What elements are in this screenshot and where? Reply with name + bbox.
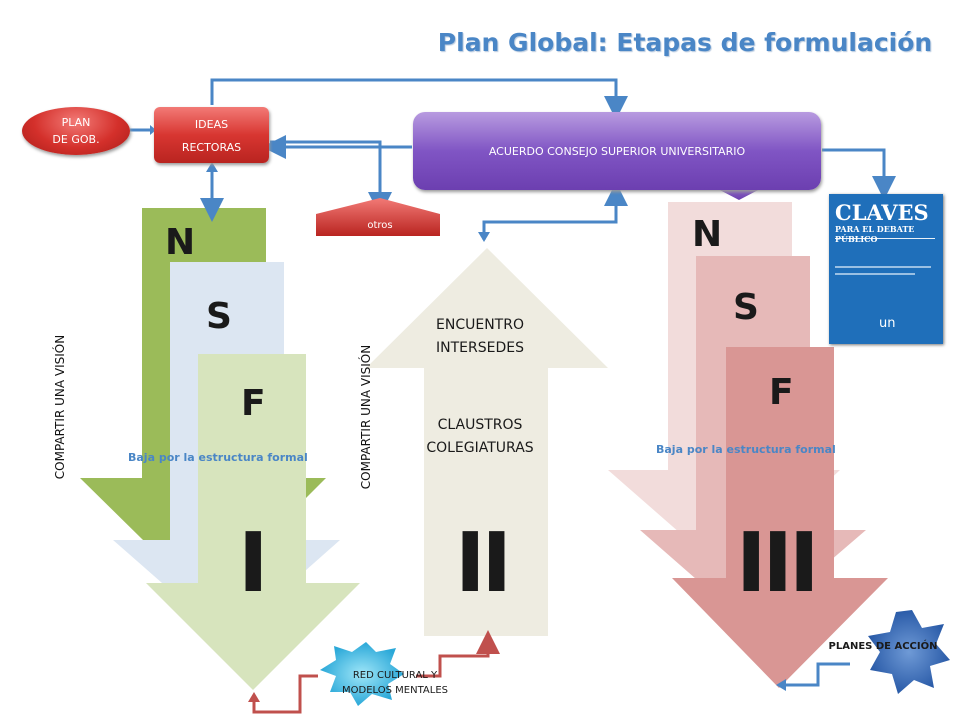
book-text-line-1 (835, 266, 931, 268)
otros-shape (316, 198, 440, 236)
stage2-line2: INTERSEDES (436, 340, 524, 356)
book-rule (835, 238, 935, 239)
stage2-line4: COLEGIATURAS (426, 440, 534, 456)
connector-stage2-head (478, 232, 490, 242)
stage2-claustros: CLAUSTROS COLEGIATURAS (410, 414, 550, 460)
stage1-letter-n: N (165, 222, 196, 263)
stage1-formal-label: Baja por la estructura formal (128, 451, 308, 464)
stage3-formal-label: Baja por la estructura formal (656, 443, 836, 456)
stage1-vertical-label: COMPARTIR UNA VISIÓN (53, 334, 67, 480)
claves-book-cover: CLAVES PARA EL DEBATE PÚBLICO un (829, 194, 943, 344)
planes-accion-star (868, 610, 950, 694)
connector-ideas-up-head (206, 162, 218, 172)
stage3-letter-n: N (692, 214, 723, 255)
stage2-line3: CLAUSTROS (437, 417, 523, 433)
plan-gob-node[interactable]: PLAN DE GOB. (22, 107, 130, 155)
connector-stage3-to-planes (780, 662, 850, 687)
stage1-numeral: I (238, 516, 268, 611)
connector-stage2-to-acuerdo (482, 182, 628, 240)
stage1-letter-s: S (206, 296, 232, 337)
stage1-letter-f: F (241, 383, 266, 424)
otros-label: otros (367, 219, 393, 231)
otros-node[interactable]: otros (340, 213, 420, 237)
ideas-rectoras-node[interactable]: IDEAS RECTORAS (154, 107, 269, 163)
connector-ideas-top-to-acuerdo (210, 78, 628, 120)
ideas-rectoras-label-1: IDEAS (194, 118, 229, 131)
stage1-arrow-f (146, 354, 360, 690)
connector-planes-head (776, 679, 786, 691)
stage2-numeral: II (455, 516, 512, 611)
stage3-letter-f: F (769, 372, 794, 413)
acuerdo-consejo-node[interactable]: ACUERDO CONSEJO SUPERIOR UNIVERSITARIO (413, 112, 821, 190)
connector-ideas-right-to-otros (270, 140, 392, 216)
red-cultural-line2: MODELOS MENTALES (342, 685, 448, 696)
book-subtitle: PARA EL DEBATE PÚBLICO (835, 224, 915, 244)
acuerdo-consejo-label: ACUERDO CONSEJO SUPERIOR UNIVERSITARIO (488, 144, 746, 158)
stage3-letter-s: S (733, 287, 759, 328)
page-title: Plan Global: Etapas de formulación (437, 28, 933, 57)
stage2-vertical-label: COMPARTIR UNA VISIÓN (359, 344, 373, 490)
stage2-arrow (366, 248, 608, 636)
plan-gob-label: PLAN DE GOB. (52, 116, 100, 146)
connector-plan-ideas-head (150, 125, 156, 135)
planes-accion-label: PLANES DE ACCIÓN (828, 641, 938, 652)
connector-stage1-to-red (252, 674, 318, 714)
book-text-line-2 (835, 273, 915, 275)
connector-red-to-stage2 (416, 630, 500, 678)
stage2-line1: ENCUENTRO (436, 317, 524, 333)
stage3-arrow-f (672, 347, 888, 688)
red-cultural-label: RED CULTURAL Y MODELOS MENTALES (330, 668, 460, 698)
ideas-rectoras-label-2: RECTORAS (181, 141, 242, 154)
stage2-encuentro: ENCUENTRO INTERSEDES (410, 314, 550, 360)
connector-acuerdo-to-book (822, 148, 896, 200)
book-logo: un (879, 316, 896, 331)
red-cultural-line1: RED CULTURAL Y (352, 670, 438, 681)
stage3-numeral: III (736, 516, 820, 611)
connector-stage1-red-head (248, 692, 260, 702)
red-cultural-star (320, 642, 404, 706)
book-title: CLAVES (835, 200, 929, 225)
